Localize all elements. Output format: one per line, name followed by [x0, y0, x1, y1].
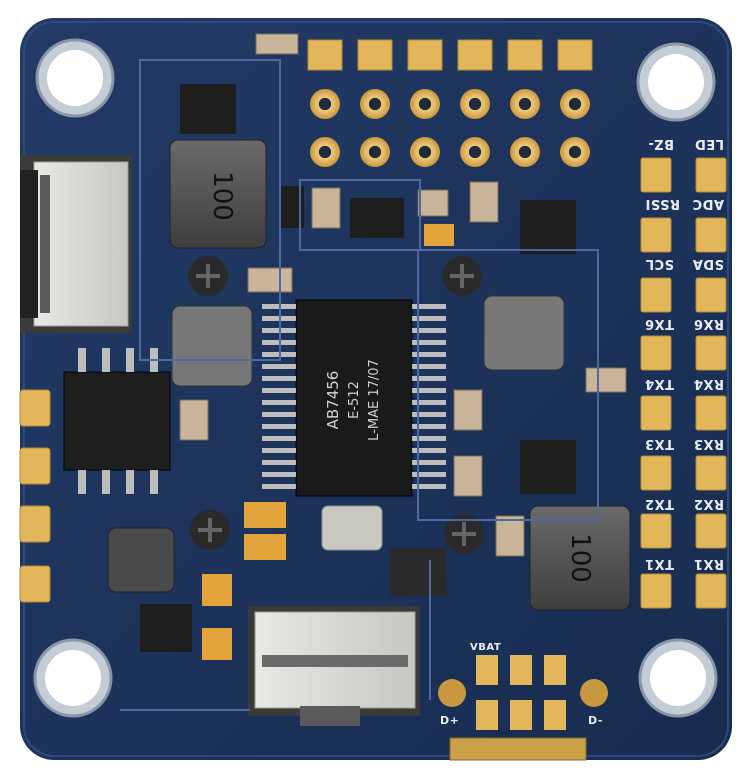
inductor-top-left: 100 — [169, 139, 267, 249]
usb-label: D+ — [440, 714, 459, 727]
pad-label: LED — [695, 136, 724, 151]
pad-label: ADC — [692, 196, 724, 211]
inductor-label: 100 — [207, 171, 237, 221]
mcu-marking-line: AB7456 — [324, 371, 342, 430]
pad-labels-outer: LED ADC SDA RX6 RX4 RX3 RX2 RX1 — [692, 136, 724, 571]
pad-label: BZ- — [648, 136, 674, 151]
inductor-small — [171, 305, 253, 387]
tantalum-capacitors — [202, 224, 454, 660]
pad-label: RX6 — [693, 316, 724, 331]
pad-label: RX2 — [693, 496, 724, 511]
top-square-pads — [307, 39, 593, 71]
pad-label: RSSI — [645, 196, 680, 211]
crystal — [321, 505, 383, 551]
soic-chip — [63, 348, 171, 494]
pad-label: TX4 — [645, 376, 674, 391]
pad-label: RX3 — [693, 436, 724, 451]
usb-pads: VBAT D+ D- — [438, 642, 608, 761]
pad-label: SDA — [692, 256, 724, 271]
left-pads — [19, 389, 51, 603]
uart-pad-columns — [640, 157, 727, 609]
pad-label: RX4 — [693, 376, 724, 391]
pad-label: TX1 — [645, 556, 674, 571]
plated-through-holes — [310, 89, 590, 167]
usb-label: D- — [588, 714, 603, 727]
pad-labels-inner: BZ- RSSI SCL TX6 TX4 TX3 TX2 TX1 — [645, 136, 680, 571]
pad-label: RX1 — [693, 556, 724, 571]
inductor-bottom-right: 100 — [529, 505, 631, 611]
mcu-marking-line: L-MAE 17/07 — [367, 359, 382, 441]
ceramic-capacitors — [179, 33, 627, 557]
silkscreen-traces — [120, 59, 599, 711]
inductor-label: 100 — [565, 533, 595, 583]
mcu-marking-line: E-512 — [347, 381, 362, 419]
bottom-ribbon-connector — [248, 606, 420, 726]
pad-label: TX3 — [645, 436, 674, 451]
inductor-small — [483, 295, 565, 371]
inductor-small — [107, 527, 175, 593]
left-ribbon-connector — [20, 155, 132, 333]
screws — [188, 256, 484, 554]
pad-label: TX6 — [645, 316, 674, 331]
mounting-holes — [33, 38, 718, 718]
pad-label: TX2 — [645, 496, 674, 511]
usb-label: VBAT — [470, 642, 501, 653]
small-ics — [140, 84, 576, 652]
pad-label: SCL — [645, 256, 674, 271]
mcu-chip: AB7456 E-512 L-MAE 17/07 — [262, 299, 446, 497]
